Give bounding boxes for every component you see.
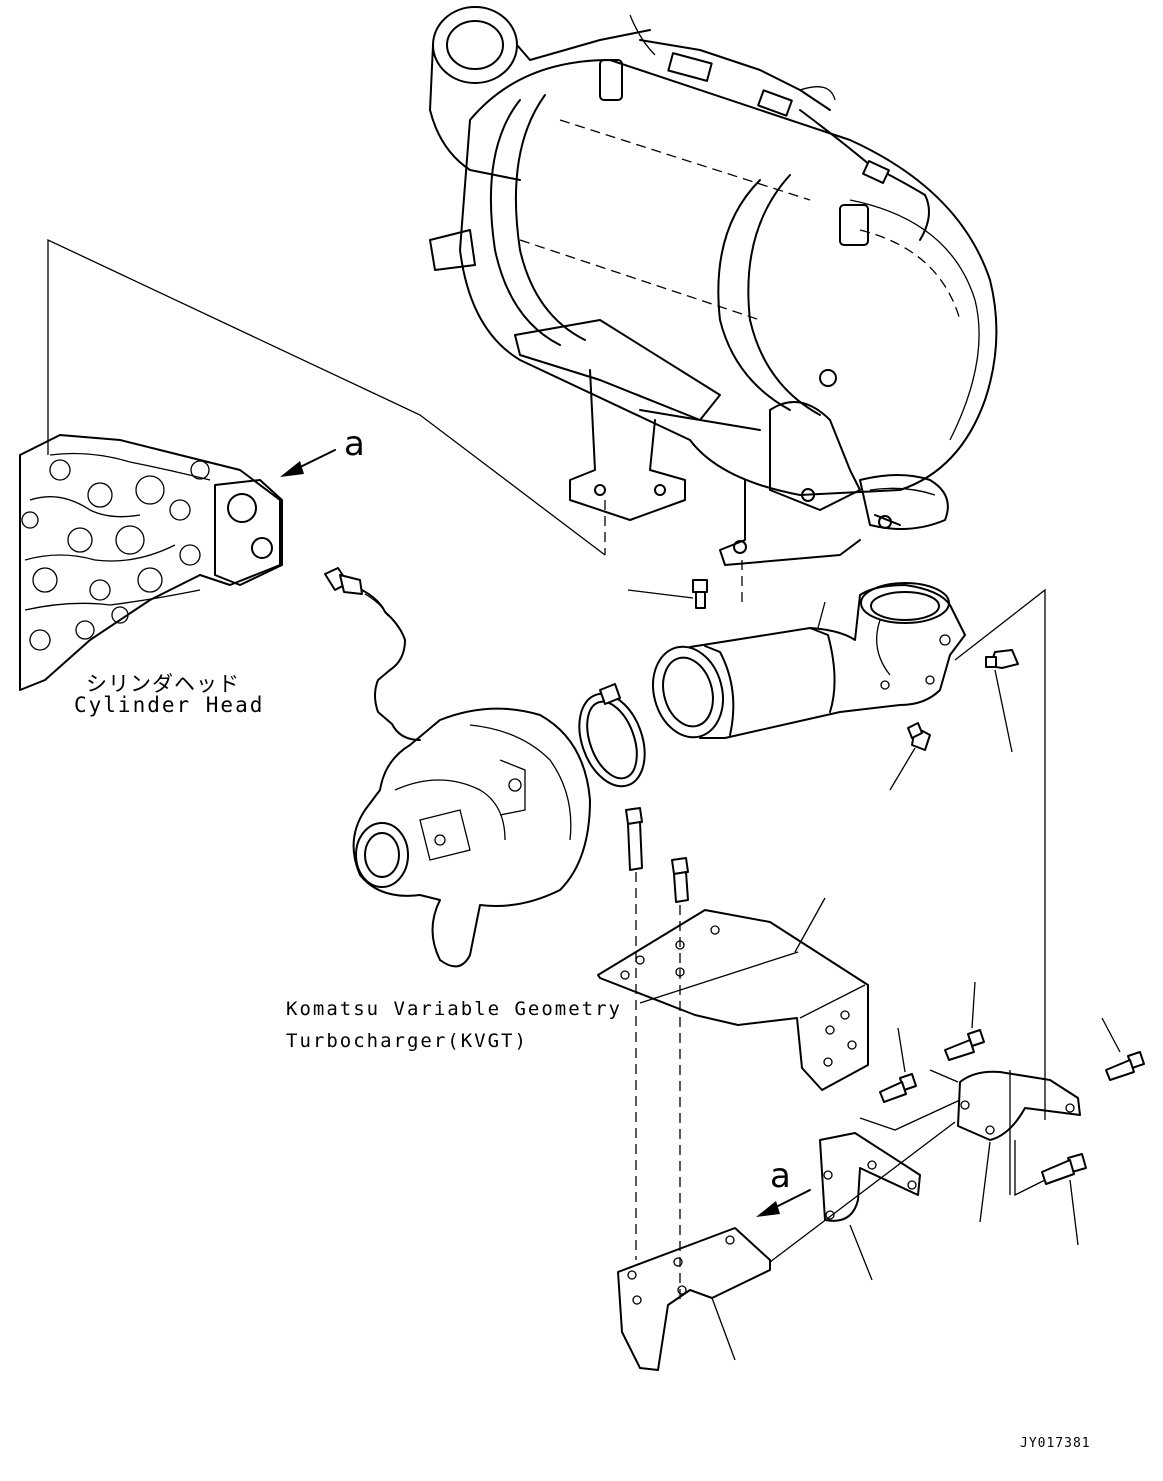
turbocharger bbox=[352, 707, 591, 968]
cylinder-head-label-en: Cylinder Head bbox=[74, 693, 265, 717]
leader-elbow bbox=[817, 601, 826, 629]
cylinder-head-label-ja: シリンダヘッド bbox=[86, 672, 240, 696]
cylinder-head bbox=[19, 434, 283, 691]
view-arrow-bottom bbox=[756, 1189, 811, 1217]
sensor-harness bbox=[324, 567, 421, 741]
bolt-small-3 bbox=[1101, 1017, 1145, 1081]
aftertreatment-assembly bbox=[429, 6, 998, 605]
drawing-number: JY017381 bbox=[1020, 1436, 1091, 1451]
view-marker-bottom: a bbox=[770, 1156, 792, 1196]
bolt-elbow-bottom bbox=[889, 722, 931, 791]
bolt-long-2 bbox=[671, 857, 689, 1300]
bolt-small-1 bbox=[879, 1027, 917, 1103]
bolt-long-1 bbox=[625, 807, 643, 1260]
bolt-small-4 bbox=[1041, 1153, 1087, 1246]
view-marker-top: a bbox=[344, 424, 366, 464]
reference-line-right bbox=[954, 588, 1046, 1120]
v-band-clamp bbox=[578, 683, 646, 788]
view-arrow-top bbox=[280, 449, 336, 477]
right-l-bracket bbox=[957, 1070, 1081, 1223]
turbocharger-label-line2: Turbocharger(KVGT) bbox=[286, 1030, 528, 1052]
bolt-small-2 bbox=[944, 981, 985, 1061]
upper-bracket bbox=[597, 897, 869, 1091]
middle-plate-bracket bbox=[819, 1069, 961, 1281]
exhaust-elbow-pipe bbox=[652, 582, 966, 739]
turbocharger-label-line1: Komatsu Variable Geometry bbox=[286, 998, 622, 1020]
bolt-elbow-top bbox=[627, 579, 708, 609]
lower-bracket bbox=[617, 1121, 956, 1371]
reference-line-head bbox=[47, 238, 606, 556]
bolt-elbow-right bbox=[985, 649, 1019, 753]
